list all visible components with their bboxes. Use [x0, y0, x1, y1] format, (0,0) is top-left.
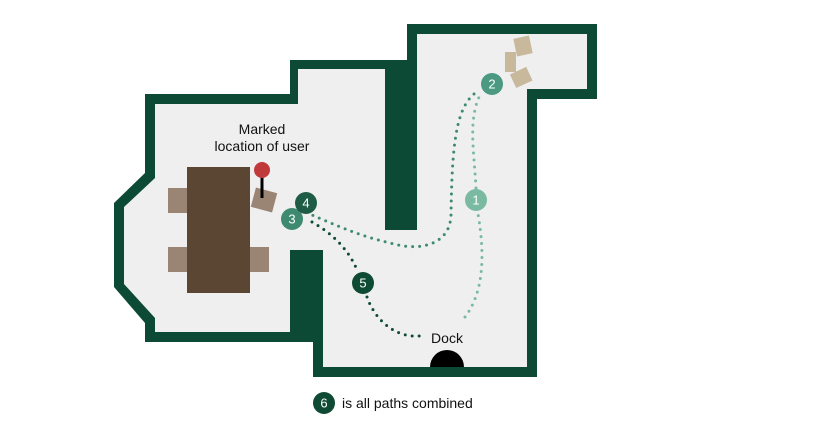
marker-1: 1 — [465, 189, 487, 211]
dock-icon — [430, 350, 464, 367]
marked-location-label: Marked — [239, 121, 286, 137]
path-1 — [463, 93, 484, 319]
marker-2: 2 — [481, 73, 503, 95]
box — [505, 52, 516, 72]
path-2 — [310, 92, 476, 249]
marker-6 — [313, 392, 335, 414]
dock-label: Dock — [431, 330, 464, 346]
box — [513, 35, 533, 57]
svg-text:5: 5 — [359, 276, 366, 291]
box — [509, 66, 533, 89]
svg-text:1: 1 — [472, 193, 479, 208]
svg-text:4: 4 — [302, 196, 309, 211]
chair — [168, 188, 188, 213]
legend: 6 is all paths combined — [313, 392, 473, 414]
chair — [249, 247, 269, 272]
svg-text:3: 3 — [288, 212, 295, 227]
path-5 — [310, 220, 422, 338]
marked-location-label-2: location of user — [215, 138, 310, 154]
svg-text:2: 2 — [488, 77, 495, 92]
chair — [168, 247, 188, 272]
svg-text:6: 6 — [320, 396, 327, 411]
user-location-pin-icon — [254, 162, 270, 198]
marker-4: 4 — [295, 192, 317, 214]
marker-3: 3 — [281, 208, 303, 230]
legend-text: is all paths combined — [342, 395, 473, 411]
chair — [250, 187, 278, 213]
dining-table-set — [168, 167, 278, 293]
marker-5: 5 — [352, 272, 374, 294]
table — [187, 167, 250, 293]
boxes — [505, 35, 533, 89]
